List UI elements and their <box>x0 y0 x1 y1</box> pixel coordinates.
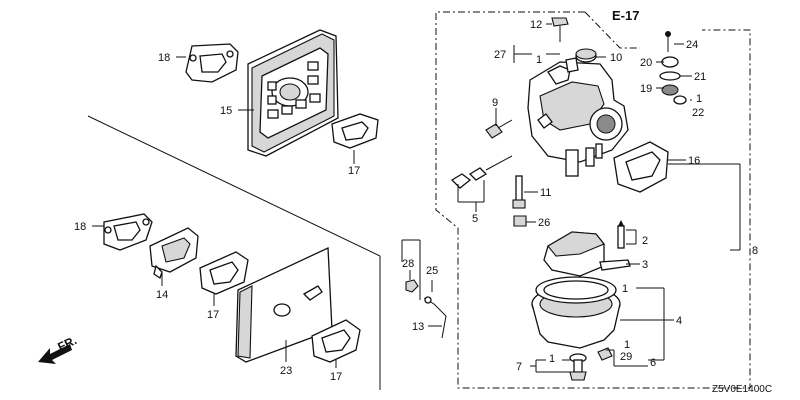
section-ref-label: E-17 <box>612 8 639 23</box>
heat-shield-23 <box>235 247 333 363</box>
callout-17: 17 <box>348 165 360 177</box>
gasket-17-upper <box>331 113 379 149</box>
callout-2: 2 <box>642 235 648 247</box>
spring-21 <box>659 71 681 81</box>
callout-22: 22 <box>692 107 704 119</box>
gasket-18-lower <box>103 213 153 251</box>
callout-15: 15 <box>220 105 232 117</box>
front-arrow-icon <box>38 344 72 364</box>
callout-29: 29 <box>620 351 632 363</box>
insulator-14 <box>149 227 199 280</box>
gasket-16 <box>613 141 669 193</box>
callout-1: 1 <box>549 353 555 365</box>
assembly-boundary-inner <box>584 11 640 49</box>
callout-1: 1 <box>536 54 542 66</box>
callout-labels: 18 15 17 18 14 17 23 17 28 25 13 12 27 1… <box>74 19 758 383</box>
section-dividers <box>87 115 381 390</box>
nut-28 <box>405 279 419 293</box>
screw-29 <box>597 347 613 361</box>
callout-4: 4 <box>676 315 682 327</box>
callout-5: 5 <box>472 213 478 225</box>
front-label: FR. <box>55 333 78 354</box>
screw-9 <box>485 119 513 139</box>
callout-6: 6 <box>650 357 656 369</box>
callout-23: 23 <box>280 365 292 377</box>
callout-24: 24 <box>686 39 698 51</box>
callout-12: 12 <box>530 19 542 31</box>
gasket-17-middle <box>199 251 249 295</box>
callout-25: 25 <box>426 265 438 277</box>
assembly-boundary <box>435 11 751 389</box>
callout-1: 1 <box>624 339 630 351</box>
seal-19-22 <box>661 84 687 105</box>
drain-screw-11 <box>512 175 526 209</box>
control-rod-13 <box>423 296 447 339</box>
callout-1: 1 <box>696 93 702 105</box>
callout-14: 14 <box>156 289 168 301</box>
gasket-18-upper <box>185 43 239 83</box>
float-bowl-4 <box>531 276 621 349</box>
callout-7: 7 <box>516 361 522 373</box>
callout-17: 17 <box>330 371 342 383</box>
clip-26 <box>513 215 527 227</box>
callout-21: 21 <box>694 71 706 83</box>
insulator-plate-15 <box>247 29 339 157</box>
pilot-screw-5 <box>450 155 513 189</box>
callout-18: 18 <box>74 221 86 233</box>
gasket-17-lower <box>311 319 361 363</box>
callout-16: 16 <box>688 155 700 167</box>
callout-28: 28 <box>402 258 414 270</box>
callout-8: 8 <box>752 245 758 257</box>
callout-1: 1 <box>622 283 628 295</box>
cap-10 <box>575 48 597 63</box>
float-valve-2 <box>617 220 625 249</box>
bolt-7 <box>569 353 587 381</box>
drawing-code: Z5V0E1400C <box>712 384 772 395</box>
callout-18: 18 <box>158 52 170 64</box>
callout-11: 11 <box>540 187 551 199</box>
callout-17: 17 <box>207 309 219 321</box>
float-3 <box>543 231 631 277</box>
callout-10: 10 <box>610 52 622 64</box>
callout-20: 20 <box>640 57 652 69</box>
callout-19: 19 <box>640 83 652 95</box>
washer-20 <box>661 56 679 68</box>
callout-13: 13 <box>412 321 424 333</box>
callout-3: 3 <box>642 259 648 271</box>
callout-9: 9 <box>492 97 498 109</box>
callout-27: 27 <box>494 49 506 61</box>
screw-24 <box>665 31 671 52</box>
screw-12 <box>551 17 569 42</box>
leader-lines <box>92 23 741 373</box>
callout-26: 26 <box>538 217 550 229</box>
carburetor-body <box>527 57 629 177</box>
